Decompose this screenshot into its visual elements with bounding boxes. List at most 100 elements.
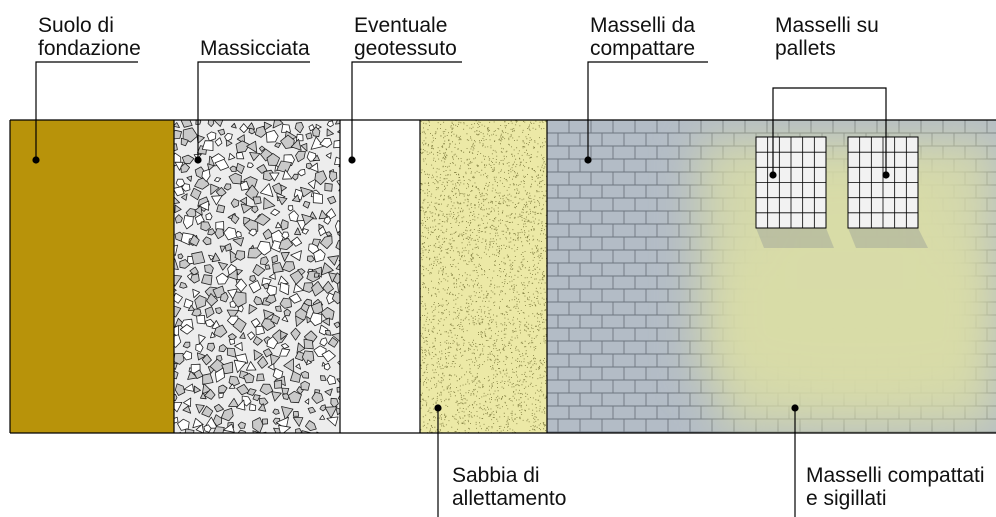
ballast-stone: [213, 120, 224, 127]
label-compacted-sealed-line-1: Masselli compattati: [806, 464, 985, 487]
layer-borders: [9, 119, 996, 434]
pallet-2: [847, 136, 919, 229]
ballast-stone: [237, 429, 246, 433]
ballast-stone: [191, 251, 206, 265]
ballast-stone: [336, 386, 340, 393]
label-foundation-soil: Suolo di fondazione: [38, 14, 141, 60]
ballast-stone: [201, 383, 212, 395]
ballast-stone: [206, 293, 219, 307]
ballast-stone: [183, 383, 195, 392]
ballast-stone: [215, 221, 225, 231]
label-compacted-sealed-line-2: e sigillati: [806, 487, 887, 510]
ballast-stone: [266, 336, 279, 350]
ballast-stone: [335, 240, 340, 251]
ballast-stone: [300, 302, 310, 313]
label-ballast: Massicciata: [200, 37, 310, 60]
ballast-stone: [235, 278, 248, 293]
ballast-stone: [279, 348, 291, 357]
ballast-stone: [333, 139, 340, 149]
ballast-stone: [215, 186, 227, 198]
ballast-stone: [185, 208, 197, 219]
ballast-stone: [182, 397, 192, 408]
ballast-stone: [203, 424, 212, 433]
ballast-stone: [281, 261, 296, 273]
ballast-stone: [263, 197, 276, 210]
ballast-stone: [318, 209, 329, 220]
ballast-stone: [323, 216, 331, 225]
ballast-stone: [182, 215, 194, 230]
ballast-stone: [201, 140, 214, 152]
ballast-stone: [268, 272, 276, 280]
ballast-stone: [318, 226, 327, 237]
ballast-stone: [194, 205, 203, 216]
ballast-stone: [288, 210, 299, 222]
ballast-stone: [204, 388, 216, 400]
ballast-stone: [235, 162, 245, 175]
ballast-stone: [243, 372, 255, 384]
ballast-stone: [279, 297, 292, 309]
ballast-stone: [175, 178, 186, 188]
ballast-stone: [212, 414, 223, 427]
ballast-stone: [195, 423, 205, 433]
ballast-stone: [174, 305, 182, 318]
ballast-stone: [265, 129, 279, 143]
ballast-stone: [213, 324, 228, 338]
ballast-stone: [280, 219, 289, 231]
ballast-stone: [257, 355, 269, 369]
ballast-stone: [327, 336, 339, 348]
ballast-stone: [219, 440, 228, 450]
ballast-stone: [295, 133, 304, 142]
ballast-stone: [193, 369, 204, 380]
ballast-stone: [202, 236, 212, 246]
ballast-stone: [333, 321, 340, 329]
ballast-stone: [290, 327, 301, 341]
ballast-stone: [331, 332, 340, 343]
ballast-stone: [201, 274, 213, 286]
ballast-stone: [282, 169, 293, 180]
ballast-stone: [322, 436, 333, 447]
ballast-stone: [291, 173, 299, 181]
ballast-stone: [174, 196, 181, 205]
ballast-stone: [184, 428, 195, 433]
leader-dots: [32, 156, 890, 412]
ballast-stone: [228, 152, 236, 161]
ballast-stone: [290, 138, 302, 151]
ballast-stone: [270, 314, 281, 325]
ballast-stone: [211, 252, 221, 263]
ballast-stone: [212, 426, 225, 433]
ballast-stone: [324, 406, 338, 419]
ballast-stone: [265, 294, 277, 304]
ballast-stone: [223, 183, 232, 191]
ballast-stone: [337, 129, 340, 134]
ballast-stone: [280, 251, 290, 262]
ballast-stone: [289, 270, 304, 285]
ballast-stone: [324, 182, 333, 192]
ballast-stone: [312, 154, 321, 161]
ballast-stone: [290, 250, 302, 262]
ballast-stone: [283, 308, 292, 317]
ballast-stone: [328, 170, 338, 183]
ballast-stone: [264, 264, 271, 270]
ballast-stone: [189, 234, 200, 247]
ballast-stone: [237, 421, 246, 429]
ballast-stone: [218, 384, 228, 393]
ballast-stone: [314, 170, 328, 186]
ballast-stone: [309, 312, 323, 327]
ballast-stone: [179, 281, 188, 289]
ballast-stone: [326, 120, 334, 128]
ballast-stone: [278, 424, 292, 433]
ballast-stone: [234, 250, 246, 261]
ballast-stone: [229, 165, 237, 173]
ballast-stone: [307, 178, 317, 190]
ballast-stone: [293, 283, 304, 294]
ballast-stone: [271, 391, 282, 402]
ballast-stone: [206, 342, 216, 352]
ballast-stone: [306, 316, 313, 324]
label-foundation-soil-line-1: Suolo di: [38, 14, 114, 37]
ballast-stone: [246, 140, 258, 154]
ballast-stone: [319, 375, 327, 381]
ballast-stone: [297, 168, 306, 177]
ballast-stone: [239, 332, 246, 339]
ballast-stone: [300, 186, 313, 198]
